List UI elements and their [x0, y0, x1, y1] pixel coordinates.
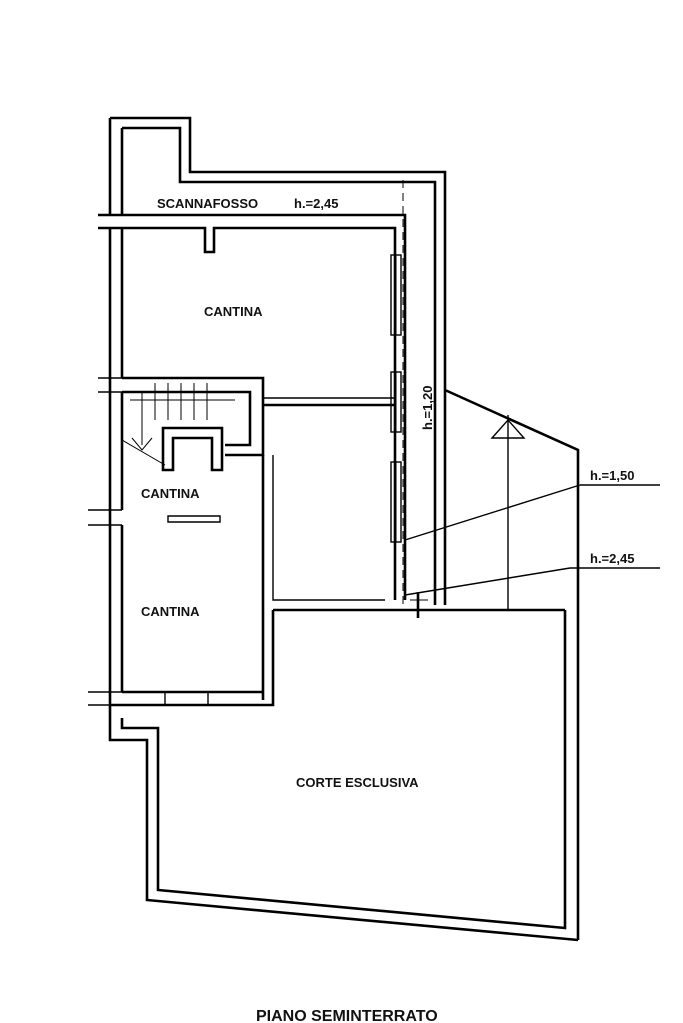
cantina-bottom-label: CANTINA [141, 604, 200, 619]
vertical-height-label: h.=1,20 [420, 386, 435, 430]
ramp [404, 388, 660, 940]
staircase [121, 376, 265, 472]
corte-perimeter [108, 610, 579, 942]
upper-right-height-label: h.=1,50 [590, 468, 634, 483]
lower-right-height-label: h.=2,45 [590, 551, 634, 566]
windows [390, 254, 402, 543]
corte-label: CORTE ESCLUSIVA [296, 775, 419, 790]
outer-wall [98, 116, 447, 605]
scannafosso-height-label: h.=2,45 [294, 196, 338, 211]
partitions [110, 397, 565, 707]
left-wall [88, 228, 124, 706]
scannafosso-label: SCANNAFOSSO [157, 196, 258, 211]
plan-caption: PIANO SEMINTERRATO [256, 1008, 438, 1023]
cantina-middle-label: CANTINA [141, 486, 200, 501]
cantina-top-label: CANTINA [204, 304, 263, 319]
